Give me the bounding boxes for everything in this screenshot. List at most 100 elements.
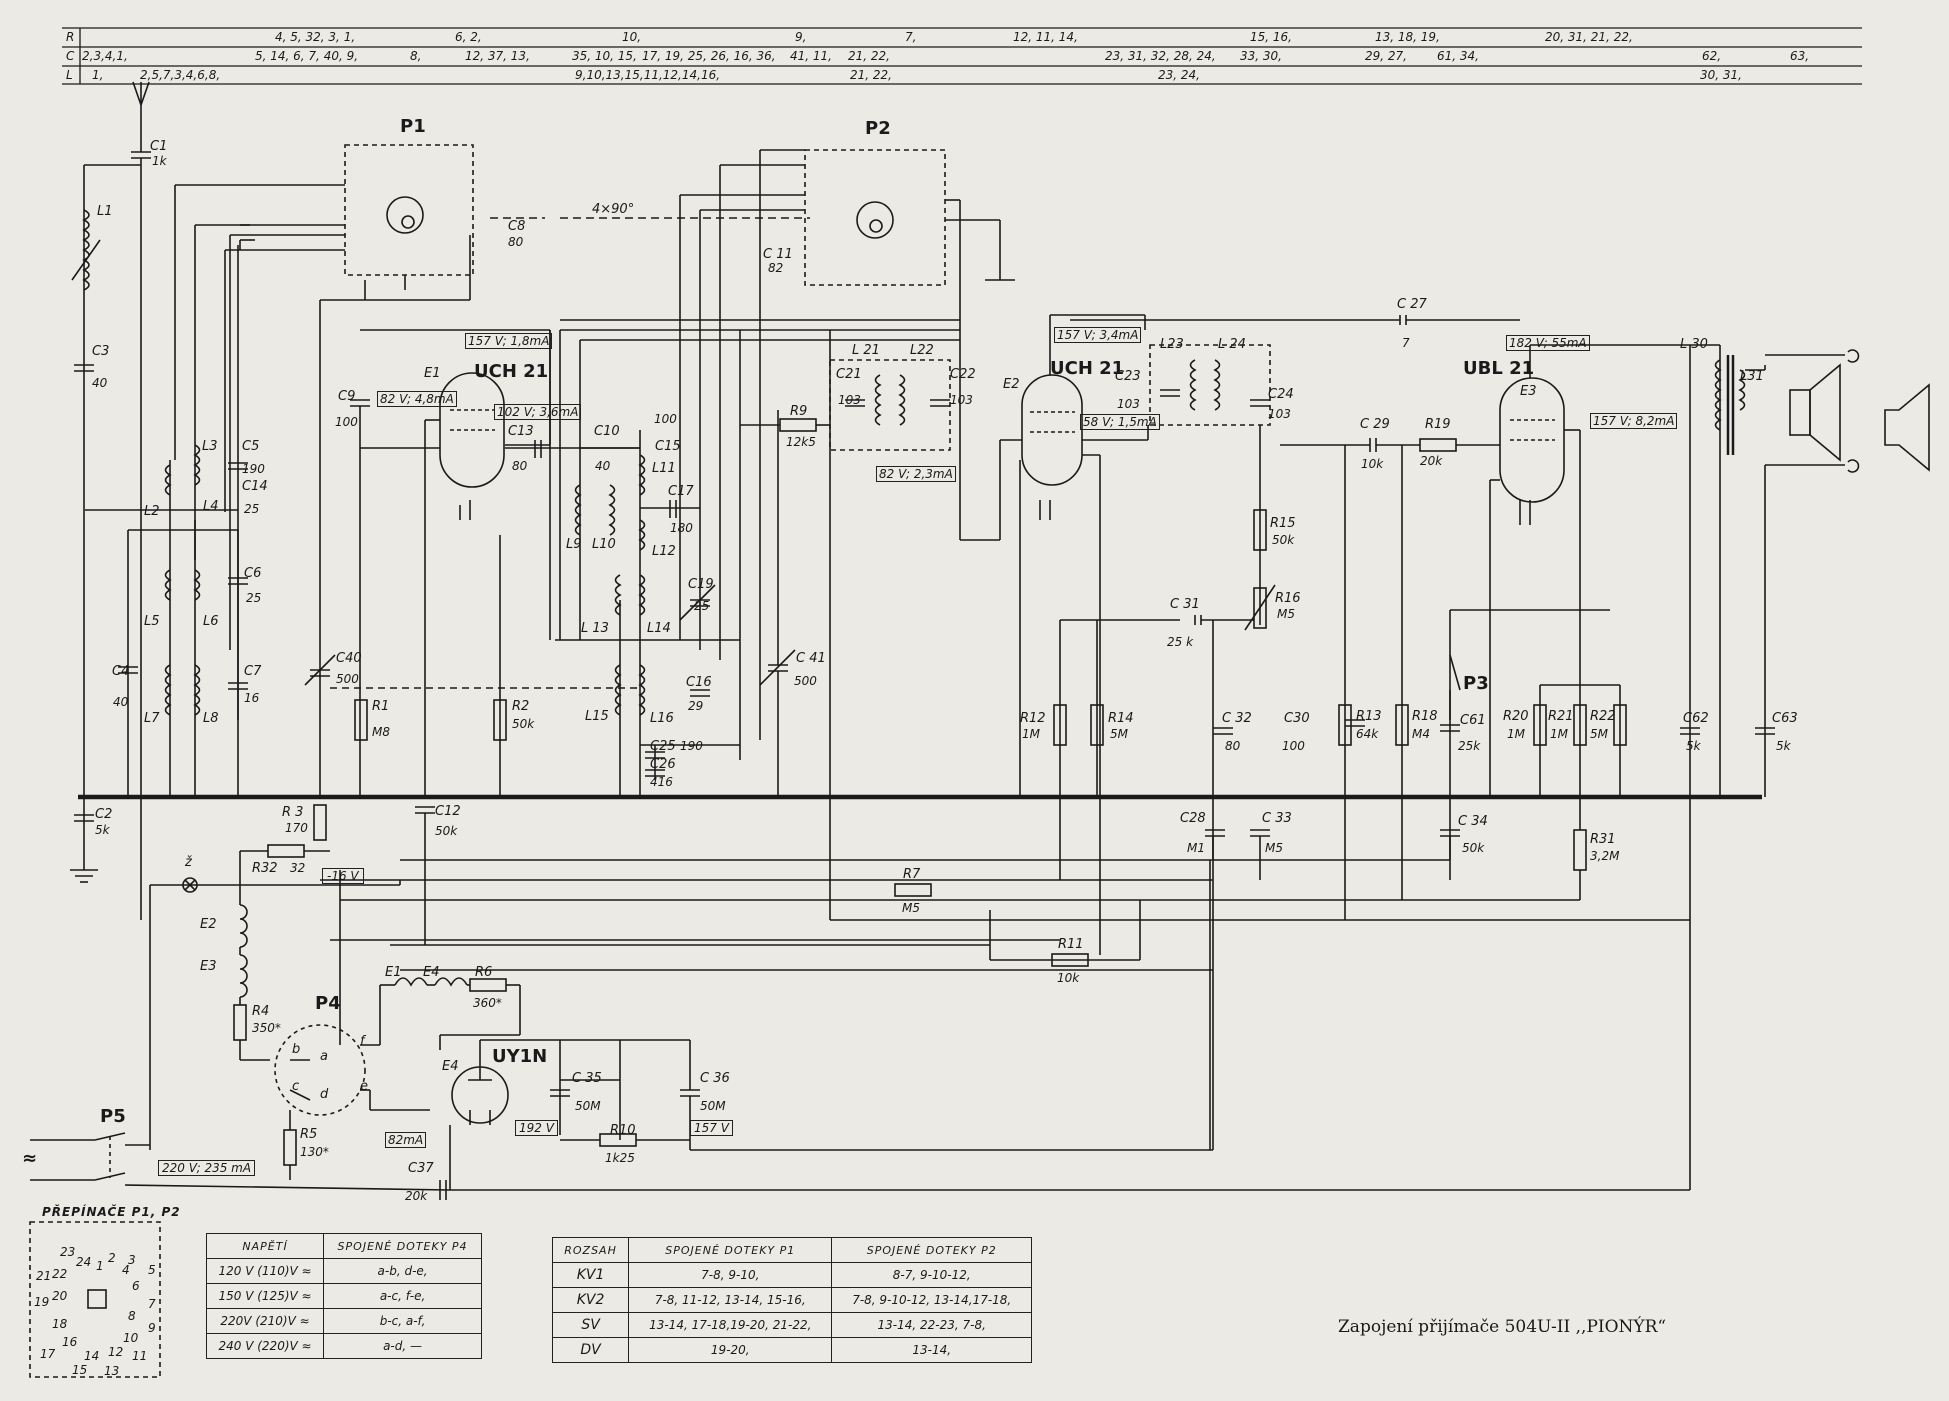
range-switch-table: ROZSAH SPOJENÉ DOTEKY P1 SPOJENÉ DOTEKY … bbox=[551, 1237, 1032, 1363]
l21-label: L 21 bbox=[852, 343, 880, 358]
pin-label: 3 bbox=[128, 1253, 136, 1267]
minus16-box: -16 V bbox=[322, 868, 364, 884]
switch-label-p5: P5 bbox=[100, 1106, 126, 1127]
r6-value: 360* bbox=[473, 996, 502, 1010]
af-resistors bbox=[1053, 445, 1627, 900]
c10-value: 40 bbox=[595, 459, 611, 473]
c33-label: C 33 bbox=[1262, 811, 1292, 826]
table-cell: a-c, f-e, bbox=[323, 1283, 482, 1309]
output-stage bbox=[1714, 345, 1930, 797]
c19-label: C19 bbox=[688, 577, 714, 592]
ref-c-cell: 33, 30, bbox=[1240, 49, 1282, 63]
c34-label: C 34 bbox=[1458, 814, 1488, 829]
ref-c-cell: 5, 14, 6, 7, 40, 9, bbox=[255, 49, 359, 63]
c32-value: 80 bbox=[1225, 739, 1241, 753]
c8-value: 80 bbox=[508, 235, 524, 249]
c29-value: 10k bbox=[1361, 457, 1384, 471]
c23-label: C23 bbox=[1115, 369, 1141, 384]
c13-value: 80 bbox=[512, 459, 528, 473]
c17-label: C17 bbox=[668, 484, 694, 499]
tube-e3-voltage-2: 157 V; 8,2mA bbox=[1590, 413, 1678, 429]
l6-label: L6 bbox=[203, 614, 219, 629]
c16-label: C16 bbox=[686, 675, 712, 690]
tube-e2-voltage-2: 58 V; 1,5mA bbox=[1080, 414, 1160, 430]
c31-label: C 31 bbox=[1170, 597, 1200, 612]
r32-value: 32 bbox=[290, 861, 306, 875]
c12-value: 50k bbox=[435, 824, 458, 838]
r10-label: R10 bbox=[610, 1123, 636, 1138]
c4-value: 40 bbox=[113, 695, 129, 709]
l24-label: L 24 bbox=[1218, 337, 1246, 352]
c29-label: C 29 bbox=[1360, 417, 1390, 432]
pin-label: 6 bbox=[132, 1279, 140, 1293]
c61-value: 25k bbox=[1458, 739, 1481, 753]
antenna-symbol bbox=[132, 81, 150, 135]
mains-symbol: ≈ bbox=[22, 1148, 38, 1169]
c3-value: 40 bbox=[92, 376, 108, 390]
c34-value: 50k bbox=[1462, 841, 1485, 855]
ref-r-cell: 12, 11, 14, bbox=[1013, 30, 1078, 44]
c12-label: C12 bbox=[435, 804, 461, 819]
c63-value: 5k bbox=[1776, 739, 1791, 753]
table-cell: KV2 bbox=[551, 1287, 630, 1313]
ref-row-label-r: R bbox=[66, 30, 75, 44]
l5-label: L5 bbox=[144, 614, 160, 629]
af-caps bbox=[1213, 345, 1775, 1190]
r31-label: R31 bbox=[1590, 832, 1616, 847]
p12-diagram-title: PŘEPÍNAČE P1, P2 bbox=[42, 1205, 181, 1219]
c36-value: 50M bbox=[700, 1099, 726, 1113]
pilot-lamp-label: ž bbox=[185, 855, 192, 870]
diagram-caption: Zapojení přijímače 504U-II ,,PIONÝR“ bbox=[1338, 1317, 1667, 1337]
c22-label: C22 bbox=[950, 367, 976, 382]
table-cell: 7-8, 9-10-12, 13-14,17-18, bbox=[831, 1287, 1032, 1313]
l15-label: L15 bbox=[585, 709, 609, 724]
c33-value: M5 bbox=[1265, 841, 1283, 855]
r7-value: M5 bbox=[902, 901, 920, 915]
pin-label: 11 bbox=[132, 1349, 148, 1363]
table-cell: 13-14, bbox=[831, 1337, 1032, 1363]
r13-value: 64k bbox=[1356, 727, 1379, 741]
c35-label: C 35 bbox=[572, 1071, 602, 1086]
ref-row-label-c: C bbox=[66, 49, 75, 63]
l2-label: L2 bbox=[144, 504, 160, 519]
c23-value: 103 bbox=[1117, 397, 1140, 411]
pin-label: 4 bbox=[122, 1263, 130, 1277]
mains-current-box: 220 V; 235 mA bbox=[158, 1160, 256, 1176]
r3-label: R 3 bbox=[282, 805, 304, 820]
ref-c-cell: 61, 34, bbox=[1437, 49, 1479, 63]
table-cell: 7-8, 9-10, bbox=[628, 1262, 833, 1288]
ref-c-cell: 35, 10, 15, bbox=[572, 49, 637, 63]
tube-e1-ref: E1 bbox=[424, 366, 441, 381]
p4-contact-a: a bbox=[320, 1049, 328, 1064]
c1-value: 1k bbox=[152, 154, 167, 168]
ref-l-cell: 1, bbox=[92, 68, 104, 82]
p4-contact-d: d bbox=[320, 1087, 329, 1102]
c7-label: C7 bbox=[244, 664, 262, 679]
ref-c-cell: 12, 37, 13, bbox=[465, 49, 530, 63]
table-cell: a-d, — bbox=[323, 1333, 482, 1359]
pin-label: 19 bbox=[34, 1295, 50, 1309]
ref-l-cell: 2,5,7,3,4,6,8, bbox=[140, 68, 221, 82]
ref-c-cell: 62, bbox=[1702, 49, 1722, 63]
l9-label: L9 bbox=[566, 537, 582, 552]
c14-value: 25 bbox=[244, 502, 260, 516]
c41-label: C 41 bbox=[796, 651, 826, 666]
l4-label: L4 bbox=[203, 499, 219, 514]
ref-r-cell: 13, 18, 19, bbox=[1375, 30, 1440, 44]
r31-value: 3,2M bbox=[1590, 849, 1620, 863]
r9-label: R9 bbox=[790, 404, 808, 419]
ref-l-cell: 23, 24, bbox=[1158, 68, 1200, 82]
pin-label: 14 bbox=[84, 1349, 100, 1363]
switch-label-p3: P3 bbox=[1463, 673, 1489, 694]
c26-label: C26 bbox=[650, 757, 676, 772]
tube-e3-voltage-1: 182 V; 55mA bbox=[1506, 335, 1590, 351]
c6-value: 25 bbox=[246, 591, 262, 605]
c9-value: 100 bbox=[335, 415, 358, 429]
pin-label: 8 bbox=[128, 1309, 136, 1323]
c14-label: C14 bbox=[242, 479, 268, 494]
p4-table-header: SPOJENÉ DOTEKY P4 bbox=[323, 1233, 482, 1259]
tube-e2-voltage-1: 157 V; 3,4mA bbox=[1054, 327, 1142, 343]
l7-label: L7 bbox=[144, 711, 160, 726]
